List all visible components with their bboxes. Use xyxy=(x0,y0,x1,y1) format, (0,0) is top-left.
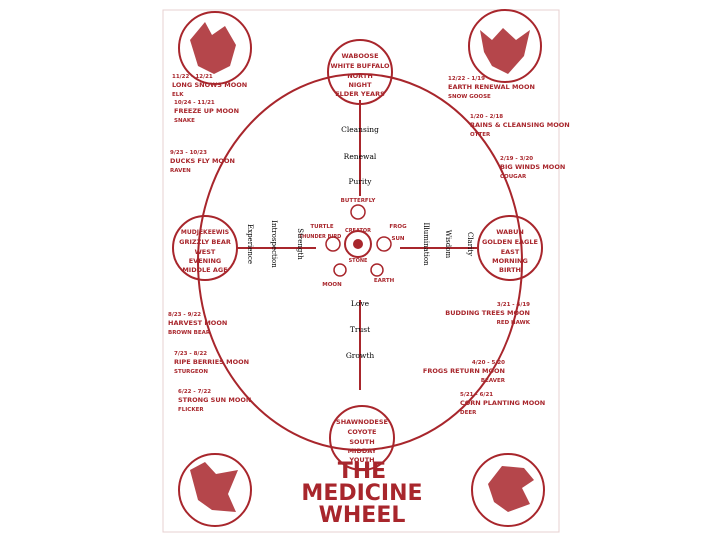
moon-3-name: BIG WINDS MOON xyxy=(500,163,565,171)
south-line-2: SOUTH xyxy=(349,438,374,446)
east-line-1: GOLDEN EAGLE xyxy=(482,238,538,246)
title-line-3: WHEEL xyxy=(319,503,406,528)
moon-11-totem: SNAKE xyxy=(174,118,195,124)
moon-1-name: EARTH RENEWAL MOON xyxy=(448,83,535,91)
moon-0-date: 11/22 - 12/21 xyxy=(172,74,213,80)
moon-8-totem: STURGEON xyxy=(174,369,208,375)
center-middle-1: STONE xyxy=(349,258,368,264)
moon-8-date: 7/23 - 8/22 xyxy=(174,351,207,357)
moon-1-totem: SNOW GOOSE xyxy=(448,94,491,100)
spoke-word-south-1: Trust xyxy=(350,325,370,334)
north-line-4: ELDER YEARS xyxy=(335,90,385,98)
moon-6-totem: DEER xyxy=(460,410,477,416)
moon-5-name: FROGS RETURN MOON xyxy=(423,367,505,375)
moon-6-name: CORN PLANTING MOON xyxy=(460,399,545,407)
west-line-0: MUDJEKEEWIS xyxy=(181,229,229,236)
moon-11-date: 10/24 - 11/21 xyxy=(174,100,215,106)
west-line-4: MIDDLE AGE xyxy=(182,266,227,274)
north-line-0: WABOOSE xyxy=(341,52,378,60)
center-bottom-left: MOON xyxy=(322,282,342,288)
north-line-3: NIGHT xyxy=(348,81,372,89)
moon-7-name: STRONG SUN MOON xyxy=(178,396,251,404)
center-right-0: FROG xyxy=(389,224,407,230)
moon-2-date: 1/20 - 2/18 xyxy=(470,114,503,120)
spoke-word-north-2: Purity xyxy=(348,177,372,186)
south-line-0: SHAWNODESE xyxy=(336,418,388,426)
moon-2-totem: OTTER xyxy=(470,132,491,138)
east-line-3: MORNING xyxy=(492,257,528,265)
moon-10-date: 9/23 - 10/23 xyxy=(170,150,207,156)
spoke-word-south-2: Growth xyxy=(346,351,375,360)
moon-0-totem: ELK xyxy=(172,92,184,98)
south-line-3: MIDDAY xyxy=(348,447,377,455)
center-left-0: TURTLE xyxy=(310,224,333,230)
moon-10-totem: RAVEN xyxy=(170,168,191,174)
center-middle-0: CREATOR xyxy=(345,228,371,234)
spoke-word-south-0: Love xyxy=(351,299,370,308)
spoke-word-west-0: Experience xyxy=(246,224,254,264)
spoke-word-north-0: Cleansing xyxy=(341,125,379,134)
moon-1-date: 12/22 - 1/19 xyxy=(448,76,485,82)
spoke-word-north-1: Renewal xyxy=(344,152,377,161)
moon-5-date: 4/20 - 5/20 xyxy=(472,360,505,366)
moon-0-name: LONG SNOWS MOON xyxy=(172,81,247,89)
moon-7-totem: FLICKER xyxy=(178,407,204,413)
center-top-label: BUTTERFLY xyxy=(341,198,377,204)
center-left-1: THUNDER BIRD xyxy=(299,234,342,240)
north-line-1: WHITE BUFFALO xyxy=(331,62,390,70)
south-line-1: COYOTE xyxy=(348,428,377,436)
center-right-1: SUN xyxy=(391,236,404,242)
moon-5-totem: BEAVER xyxy=(481,378,506,384)
moon-7-date: 6/22 - 7/22 xyxy=(178,389,211,395)
moon-10-name: DUCKS FLY MOON xyxy=(170,157,235,165)
spoke-word-east-2: Clarity xyxy=(466,232,474,256)
spoke-word-west-2: Strength xyxy=(296,228,304,260)
moon-3-totem: COUGAR xyxy=(500,174,527,180)
spoke-word-east-1: Wisdom xyxy=(444,230,452,259)
east-line-2: EAST xyxy=(501,248,520,256)
spoke-word-east-0: Illumination xyxy=(422,222,430,266)
moon-11-name: FREEZE UP MOON xyxy=(174,107,239,115)
spoke-word-west-1: Introspection xyxy=(270,220,278,268)
east-line-0: WABUN xyxy=(496,228,524,236)
moon-9-date: 8/23 - 9/22 xyxy=(168,312,201,318)
west-line-1: GRIZZLY BEAR xyxy=(179,238,231,246)
moon-8-name: RIPE BERRIES MOON xyxy=(174,358,249,366)
west-line-2: WEST xyxy=(195,248,216,256)
north-line-2: NORTH xyxy=(347,72,373,80)
east-line-4: BIRTH xyxy=(499,266,521,274)
center-bottom-right: EARTH xyxy=(374,278,395,284)
moon-4-totem: RED HAWK xyxy=(497,320,531,326)
moon-9-totem: BROWN BEAR xyxy=(168,330,211,336)
moon-6-date: 5/21 - 6/21 xyxy=(460,392,493,398)
moon-2-name: RAINS & CLEANSING MOON xyxy=(470,121,570,129)
moon-4-date: 3/21 - 4/19 xyxy=(497,302,530,308)
moon-4-name: BUDDING TREES MOON xyxy=(445,309,530,317)
west-line-3: EVENING xyxy=(189,257,222,265)
moon-9-name: HARVEST MOON xyxy=(168,319,227,327)
moon-3-date: 2/19 - 3/20 xyxy=(500,156,533,162)
